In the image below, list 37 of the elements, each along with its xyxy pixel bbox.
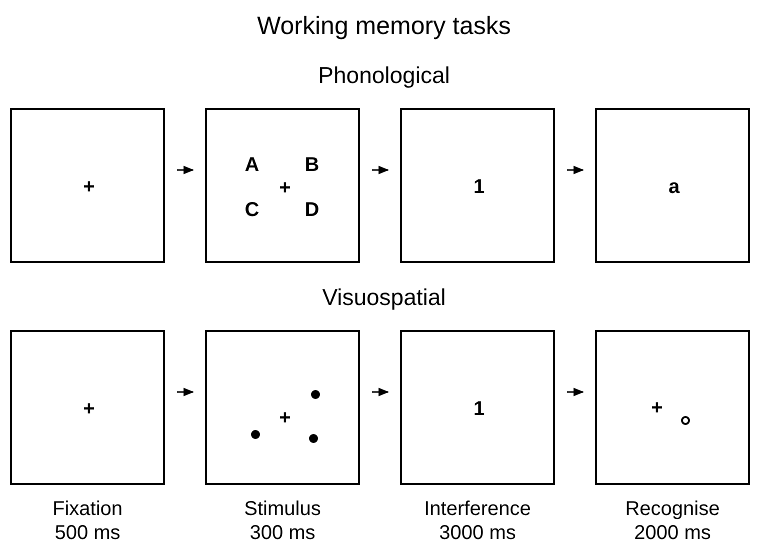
- stimulus-symbol: 1: [473, 177, 485, 197]
- screen-box: [205, 108, 360, 263]
- screen-box: [595, 330, 750, 485]
- stimulus-symbol: +: [279, 408, 291, 428]
- screen-box: [400, 108, 555, 263]
- diagram-title: Working memory tasks: [256, 12, 512, 41]
- duration-label: 3000 ms: [438, 522, 517, 545]
- duration-label: 300 ms: [248, 522, 316, 545]
- arrow: [177, 388, 194, 396]
- phase-label: Fixation: [51, 498, 124, 521]
- screen-box: [10, 330, 165, 485]
- arrow: [177, 166, 194, 174]
- arrow: [372, 166, 390, 174]
- duration-label: 2000 ms: [633, 522, 712, 545]
- stimulus-symbol: +: [83, 177, 95, 197]
- stimulus-symbol: A: [244, 155, 260, 175]
- row-heading: Visuospatial: [321, 284, 447, 311]
- arrow: [567, 388, 584, 396]
- screen-box: [205, 330, 360, 485]
- stimulus-symbol: +: [279, 178, 291, 198]
- stimulus-symbol: D: [304, 200, 320, 220]
- screen-box: [400, 330, 555, 485]
- stimulus-symbol: +: [651, 398, 663, 418]
- stimulus-symbol: B: [304, 155, 320, 175]
- phase-label: Interference: [423, 498, 532, 521]
- phase-label: Recognise: [624, 498, 721, 521]
- row-heading: Phonological: [317, 62, 451, 89]
- stimulus-symbol: C: [244, 200, 260, 220]
- arrow: [567, 166, 584, 174]
- arrow: [372, 388, 390, 396]
- screen-box: [595, 108, 750, 263]
- stimulus-symbol: +: [83, 399, 95, 419]
- stimulus-symbol: a: [668, 177, 680, 197]
- stimulus-symbol: 1: [473, 399, 485, 419]
- phase-label: Stimulus: [243, 498, 322, 521]
- screen-box: [10, 108, 165, 263]
- duration-label: 500 ms: [54, 522, 122, 545]
